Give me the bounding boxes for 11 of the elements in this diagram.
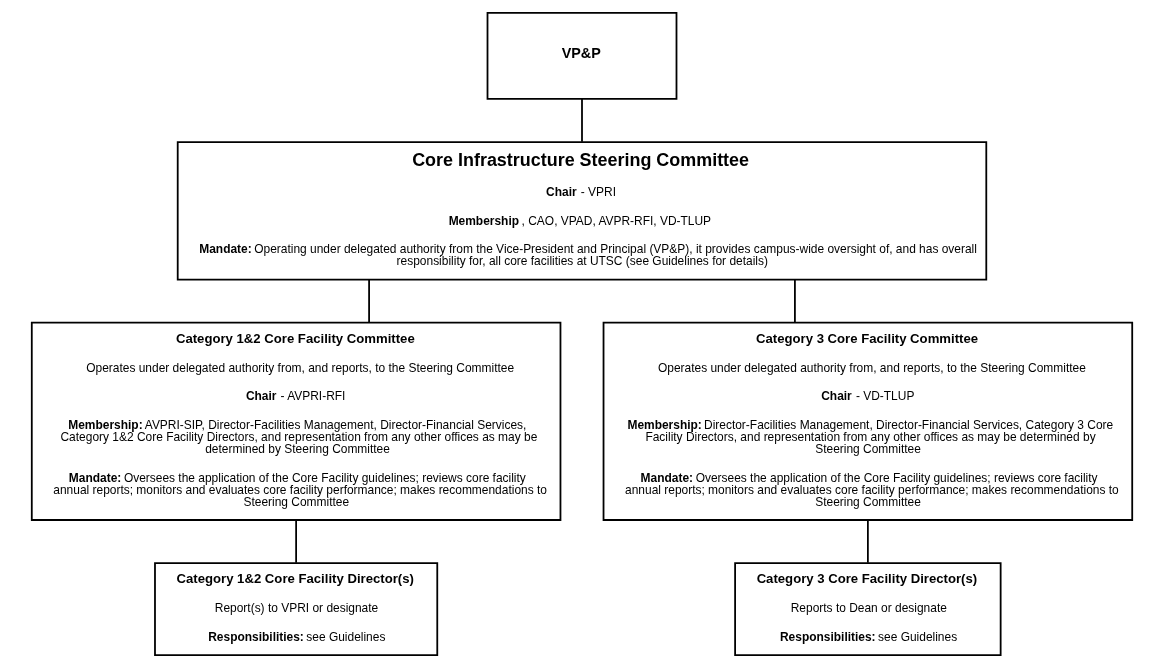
node-box: VP&P [486, 11, 678, 100]
node-box: Category 3 Core Facility Director(s) Reports to Dean or designate Responsibilities: see Guidelines [734, 562, 1002, 657]
node-box: Core Infrastructure Steering Committee Chair - VPRI Membership, CAO, VPAD, AVPR-RFI, VD-TLUP Mandate: Operating under delegated authority from the Vice-President and Principal (VP&P), it provides campus-wide oversight of, and has overall responsibility for, all core facilities at UTSC (see Guidelines for details) [176, 141, 988, 281]
node-box: Category 1&2 Core Facility Director(s) Report(s) to VPRI or designate Responsibilities: see Guidelines [154, 562, 439, 657]
connector [866, 519, 869, 564]
connector [794, 278, 796, 324]
node-box: Category 3 Core Facility Committee Operates under delegated authority from, and reports, to the Steering Committee Chair - VD-TLUP Membership: Director-Facilities Management, Director-Financial Services, Category 3 Core Facility Directors, and representation from any other offices as may be determined by Steering Committee Mandate: Oversees the application of the Core Facility guidelines; reviews core facility annual reports; monitors and evaluates core facility performance; makes recommendations to Steering Committee [602, 321, 1134, 521]
connector [581, 98, 583, 143]
connector [295, 519, 298, 564]
connector [368, 278, 370, 324]
node-box: Category 1&2 Core Facility Committee Operates under delegated authority from, and reports, to the Steering Committee Chair - AVPRI-RFI Membership: AVPRI-SIP, Director-Facilities Management, Director-Financial Services, Category 1&2 Core Facility Directors, and representation from any other offices as may be determined by Steering Committee Mandate: Oversees the application of the Core Facility guidelines; reviews core facility annual reports; monitors and evaluates core facility performance; makes recommendations to Steering Committee [30, 321, 562, 521]
